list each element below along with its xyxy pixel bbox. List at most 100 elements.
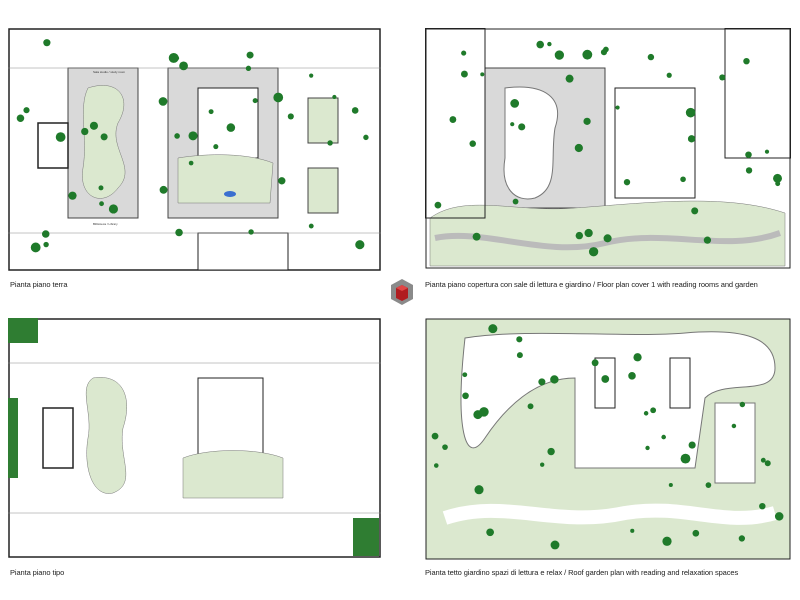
tree-icon [518, 123, 526, 131]
tree-icon [600, 49, 608, 56]
tree-icon [363, 134, 369, 141]
tree-icon [760, 457, 766, 463]
tree-icon [474, 485, 484, 495]
plan-typical-floor [8, 318, 381, 558]
tree-icon [488, 324, 498, 334]
tree-icon [309, 73, 314, 78]
tree-icon [680, 176, 686, 183]
tree-icon [703, 236, 712, 244]
tree-icon [680, 453, 691, 464]
tree-icon [246, 51, 254, 59]
tree-icon [434, 201, 442, 209]
tree-icon [745, 151, 752, 158]
tree-icon [666, 72, 672, 78]
tree-icon [645, 445, 650, 451]
tree-icon [480, 72, 485, 77]
tree-icon [308, 223, 314, 229]
tree-icon [461, 50, 467, 56]
tree-icon [527, 403, 534, 410]
tree-icon [574, 143, 583, 153]
tree-icon [43, 39, 51, 47]
tree-icon [188, 160, 194, 166]
tree-icon [745, 167, 753, 174]
tree-icon [685, 107, 696, 118]
room-label-library: Biblioteca / Library [93, 222, 118, 226]
tree-icon [30, 242, 41, 253]
tree-icon [23, 107, 30, 114]
tree-icon [486, 528, 494, 537]
tree-icon [628, 372, 636, 380]
tree-icon [332, 94, 337, 100]
tree-icon [89, 121, 99, 130]
tree-icon [584, 228, 593, 238]
tree-icon [647, 53, 655, 61]
tree-icon [213, 144, 219, 150]
tree-icon [472, 232, 481, 241]
tree-icon [68, 191, 77, 200]
tree-icon [633, 353, 642, 362]
tree-icon [662, 536, 672, 546]
tree-icon [719, 74, 726, 81]
tree-icon [538, 378, 546, 386]
tree-icon [582, 49, 593, 60]
tree-icon [248, 229, 254, 235]
tree-icon [433, 463, 439, 468]
plan-roof-garden [425, 318, 791, 560]
tree-icon [774, 512, 784, 521]
tree-icon [547, 41, 552, 47]
tree-icon [245, 65, 252, 72]
tree-icon [650, 407, 657, 414]
tree-icon [510, 99, 520, 108]
tree-icon [705, 482, 712, 488]
tree-icon [554, 50, 564, 60]
tree-icon [512, 198, 519, 205]
tree-icon [449, 116, 457, 123]
tree-icon [550, 540, 560, 550]
tree-icon [431, 432, 439, 440]
tree-icon [179, 61, 188, 71]
tree-icon [273, 92, 284, 103]
plan-ground-floor: Sala studio / study room Biblioteca / Li… [8, 28, 381, 271]
tree-icon [208, 109, 214, 115]
tree-icon [623, 178, 631, 186]
tree-icon [43, 241, 49, 248]
tree-icon [510, 122, 515, 127]
tree-icon [630, 528, 635, 533]
tree-icon [351, 107, 359, 114]
tree-icon [575, 231, 584, 240]
tree-icon [158, 97, 168, 106]
trees [434, 40, 783, 257]
tree-icon [226, 123, 236, 132]
tree-icon [661, 434, 666, 440]
caption-cover-floor: Pianta piano copertura con sale di lettu… [425, 280, 758, 289]
tree-icon [540, 462, 545, 467]
tree-icon [469, 140, 476, 147]
tree-icon [175, 228, 183, 237]
tree-icon [688, 441, 696, 449]
tree-icon [252, 98, 258, 104]
tree-icon [462, 372, 468, 378]
tree-icon [188, 131, 198, 141]
logo-cube-icon [391, 279, 413, 305]
tree-icon [460, 70, 468, 78]
tree-icon [55, 132, 66, 142]
tree-icon [108, 204, 119, 214]
tree-icon [99, 201, 104, 207]
tree-icon [355, 240, 365, 250]
caption-roof-garden: Pianta tetto giardino spazi di lettura e… [425, 568, 739, 577]
tree-icon [81, 127, 89, 136]
tree-icon [41, 230, 50, 238]
tree-icon [442, 444, 448, 451]
tree-icon [591, 359, 599, 367]
tree-icon [98, 185, 104, 191]
tree-icon [479, 407, 489, 417]
trees [431, 324, 784, 550]
tree-icon [16, 114, 25, 122]
tree-icon [764, 149, 770, 154]
plan-cover-floor [425, 28, 791, 269]
tree-icon [759, 502, 766, 510]
tree-icon [687, 135, 696, 143]
tree-icon [174, 133, 180, 139]
tree-icon [738, 535, 746, 542]
tree-icon [327, 140, 333, 146]
